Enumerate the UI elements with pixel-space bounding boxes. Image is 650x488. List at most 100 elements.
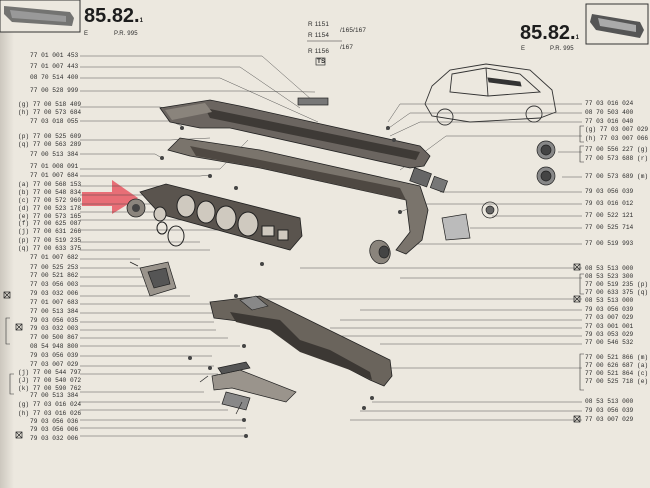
right-part-number: 77 00 556 227 (g) bbox=[585, 146, 649, 153]
right-part-number: 08 53 513 000 bbox=[585, 265, 634, 272]
left-part-number: 77 00 513 384 bbox=[30, 392, 79, 399]
left-part-number: 77 00 525 253 bbox=[30, 264, 79, 271]
lower-console bbox=[209, 295, 393, 387]
right-group-brackets bbox=[579, 125, 584, 391]
left-part-number: 77 00 528 999 bbox=[30, 87, 79, 94]
left-part-number: 77 01 007 682 bbox=[30, 254, 79, 261]
left-part-number: (e) 77 00 573 165 bbox=[18, 213, 82, 220]
page-number-left-main: 85. bbox=[84, 5, 112, 27]
right-part-number: 79 03 016 012 bbox=[585, 200, 634, 207]
left-part-number: 77 00 500 867 bbox=[30, 334, 79, 341]
page-number-right-index: 1 bbox=[575, 35, 579, 41]
right-part-number: 08 53 523 300 bbox=[585, 273, 634, 280]
right-part-number: 77 00 522 121 bbox=[585, 212, 634, 219]
right-part-number: 77 00 525 718 (e) bbox=[585, 378, 649, 385]
left-part-number: 79 03 056 036 bbox=[30, 418, 79, 425]
page-number-right: 85.82.1 bbox=[520, 22, 579, 44]
right-part-number: 77 03 016 040 bbox=[585, 118, 634, 125]
car-icon bbox=[424, 63, 557, 126]
ref-left-pr: P.R. 995 bbox=[114, 31, 138, 37]
left-part-number: (b) 77 00 548 834 bbox=[18, 189, 82, 196]
ref-right-pr: P.R. 995 bbox=[550, 46, 574, 52]
right-part-number: 08 53 513 000 bbox=[585, 297, 634, 304]
left-part-number: 79 03 032 006 bbox=[30, 435, 79, 442]
page-number-left-suffix: 82. bbox=[111, 5, 140, 27]
right-part-number: (g) 77 03 007 029 bbox=[585, 126, 649, 133]
small-parts bbox=[129, 97, 556, 297]
page-number-right-suffix: 82. bbox=[547, 22, 576, 44]
right-part-number: 77 00 521 866 (m) bbox=[585, 354, 649, 361]
right-part-number: 08 53 513 000 bbox=[585, 398, 634, 405]
left-part-number: 77 01 001 453 bbox=[30, 52, 79, 59]
left-part-number: 77 01 007 683 bbox=[30, 299, 79, 306]
left-part-number: (f) 77 00 625 087 bbox=[18, 220, 82, 227]
left-part-number: (h) 77 00 573 684 bbox=[18, 109, 82, 116]
left-part-number: (d) 77 00 523 178 bbox=[18, 205, 82, 212]
left-part-number: 77 00 513 384 bbox=[30, 151, 79, 158]
left-part-number: (q) 77 00 633 375 bbox=[18, 245, 82, 252]
right-part-number: 77 03 007 029 bbox=[585, 314, 634, 321]
left-part-number: 77 03 056 003 bbox=[30, 281, 79, 288]
left-part-number: (c) 77 00 572 960 bbox=[18, 197, 82, 204]
right-part-number: 77 03 016 024 bbox=[585, 100, 634, 107]
right-part-number: 77 00 525 714 bbox=[585, 224, 634, 231]
dash-top-trim bbox=[159, 99, 431, 169]
right-part-number: 79 03 056 039 bbox=[585, 306, 634, 313]
right-part-number: 77 00 519 235 (p) bbox=[585, 281, 649, 288]
left-part-number: 08 54 948 800 bbox=[30, 343, 79, 350]
left-part-number: 79 03 032 003 bbox=[30, 325, 79, 332]
screws bbox=[160, 126, 402, 438]
model-3-code: R 1156 bbox=[308, 48, 330, 55]
group-brackets bbox=[5, 317, 14, 395]
left-part-number: (g) 77 03 016 024 bbox=[18, 401, 82, 408]
right-part-number: 77 00 573 688 (r) bbox=[585, 155, 649, 162]
left-part-number: 77 00 513 384 bbox=[30, 308, 79, 315]
right-leader-lines bbox=[250, 103, 582, 421]
left-part-number: (J) 77 00 540 072 bbox=[18, 377, 82, 384]
right-part-number: 79 03 053 029 bbox=[585, 331, 634, 338]
left-part-number: (p) 77 00 519 235 bbox=[18, 237, 82, 244]
bracket-icon bbox=[199, 361, 297, 415]
instrument-cluster bbox=[126, 183, 303, 251]
left-part-number: (j) 77 00 544 797 bbox=[18, 369, 82, 376]
right-part-number: 77 00 546 532 bbox=[585, 339, 634, 346]
model-2-variants: /165/167 bbox=[340, 27, 367, 34]
cross-box-icon bbox=[3, 263, 581, 439]
left-part-number: (h) 77 03 016 026 bbox=[18, 410, 82, 417]
model-3-variants: /167 bbox=[340, 44, 354, 51]
left-part-number: 77 01 007 684 bbox=[30, 172, 79, 179]
page-number-left: 85.82.1 bbox=[84, 5, 143, 27]
right-part-number: 79 03 056 039 bbox=[585, 407, 634, 414]
left-part-number: 79 03 056 006 bbox=[30, 426, 79, 433]
left-part-number: 77 03 018 055 bbox=[30, 118, 79, 125]
right-part-number: (h) 77 03 007 066 bbox=[585, 135, 649, 142]
left-part-number: 79 03 056 035 bbox=[30, 317, 79, 324]
left-part-number: 08 70 514 400 bbox=[30, 74, 79, 81]
left-part-number: (a) 77 00 568 153 bbox=[18, 181, 82, 188]
ref-right-letter: E bbox=[521, 46, 526, 52]
left-part-number: 77 01 008 091 bbox=[30, 163, 79, 170]
left-part-number: (k) 77 00 590 762 bbox=[18, 385, 82, 392]
right-part-number: 77 00 626 687 (a) bbox=[585, 362, 649, 369]
left-part-number: (g) 77 00 518 409 bbox=[18, 101, 82, 108]
left-part-number: (j) 77 00 631 266 bbox=[18, 228, 82, 235]
left-part-number: 79 03 032 006 bbox=[30, 290, 79, 297]
left-part-number: 77 03 007 029 bbox=[30, 361, 79, 368]
model-tag: TS bbox=[317, 58, 326, 65]
left-part-number: (p) 77 00 525 609 bbox=[18, 133, 82, 140]
model-1-code: R 1151 bbox=[308, 21, 330, 28]
left-part-number: 77 00 521 862 bbox=[30, 272, 79, 279]
dashboard-thumbnail-icon-left bbox=[0, 0, 81, 33]
ref-left-letter: E bbox=[84, 31, 89, 37]
red-arrow-icon bbox=[82, 180, 138, 214]
right-part-number: 77 00 521 864 (c) bbox=[585, 370, 649, 377]
right-part-number: 77 00 633 375 (q) bbox=[585, 289, 649, 296]
right-part-number: 77 00 573 689 (m) bbox=[585, 173, 649, 180]
dashboard-thumbnail-icon-right bbox=[585, 3, 649, 45]
page-number-left-index: 1 bbox=[139, 18, 143, 24]
left-part-number: 77 01 007 443 bbox=[30, 63, 79, 70]
right-part-number: 08 70 503 400 bbox=[585, 109, 634, 116]
right-part-number: 79 03 056 039 bbox=[585, 188, 634, 195]
left-part-number: 79 03 056 039 bbox=[30, 352, 79, 359]
